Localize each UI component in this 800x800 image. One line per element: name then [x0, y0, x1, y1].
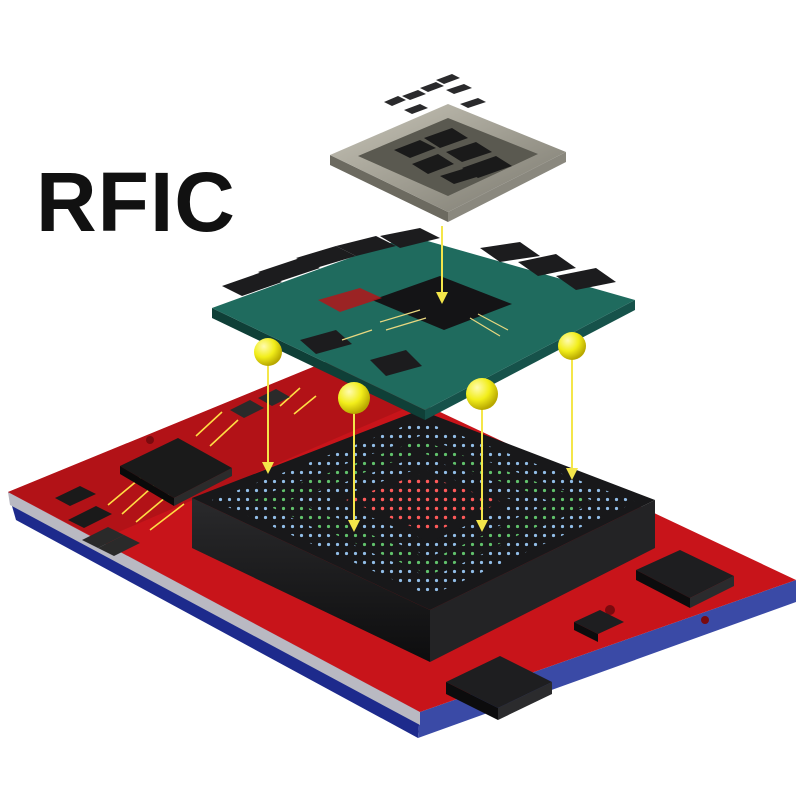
bga-ball-grid-center [346, 474, 502, 534]
bga-package-right [430, 500, 655, 662]
die-block [394, 140, 436, 158]
left-qfp-chip-side [120, 466, 174, 506]
substrate-block [336, 236, 396, 256]
die-block [446, 142, 492, 162]
substrate-components [222, 228, 616, 376]
right-ic-small-side [574, 622, 598, 642]
bga-package-front [192, 498, 430, 662]
substrate-block [222, 272, 282, 296]
substrate-block [300, 330, 352, 354]
pcb-shade [8, 360, 420, 540]
top-die-side-right [448, 152, 566, 222]
die-fragment [436, 74, 460, 84]
substrate-block [556, 268, 616, 290]
top-die-inner [358, 118, 538, 196]
substrate-red-trace-region [318, 288, 382, 312]
solder-balls [254, 332, 586, 414]
smd-component [230, 400, 264, 418]
solder-ball-sphere [466, 378, 498, 410]
left-qfp-chip-side [174, 468, 232, 506]
right-ic-large [636, 550, 734, 598]
smd-component [68, 506, 112, 528]
die-block [412, 154, 454, 174]
bga-package [192, 410, 655, 662]
right-ic-large-side [636, 570, 690, 608]
die-fragment [402, 90, 426, 100]
arrow-ball-3 [476, 408, 488, 532]
top-die-circuit-blocks [394, 128, 512, 184]
die-top-fragments [384, 74, 486, 114]
bottom-ic-side [498, 682, 552, 720]
right-ic-large-side [690, 576, 734, 608]
die-block [424, 128, 468, 148]
top-die-side-left [330, 155, 448, 222]
mounting-hole [146, 436, 154, 444]
die-fragment [384, 96, 406, 106]
smd-component [258, 389, 290, 406]
mounting-hole [605, 605, 615, 615]
arrow-ball-1 [262, 366, 274, 474]
right-ic-small [574, 610, 624, 634]
substrate-edge [212, 308, 425, 420]
die-fragment [446, 84, 472, 94]
die-block [440, 168, 480, 184]
arrow-die-to-substrate [436, 226, 448, 304]
solder-ball-sphere [254, 338, 282, 366]
substrate-block [258, 258, 320, 282]
smd-component [55, 486, 96, 506]
die-fragment [404, 104, 428, 114]
diagram-title: RFIC [36, 155, 236, 249]
substrate-block [380, 228, 440, 248]
substrate-block [370, 350, 422, 376]
die-fragment [420, 82, 444, 92]
arrow-ball-2 [348, 412, 360, 532]
bottom-ic-side [446, 682, 498, 720]
die-fragment [460, 98, 486, 108]
substrate-traces [341, 309, 509, 341]
left-qfp-chip [120, 438, 232, 498]
substrate-top [212, 236, 635, 410]
solder-ball-sphere [558, 332, 586, 360]
smd-component [98, 535, 140, 556]
mounting-hole [701, 616, 709, 624]
substrate-block [296, 246, 356, 268]
die-block [462, 156, 512, 178]
bottom-ic [446, 656, 552, 708]
arrow-ball-4 [566, 360, 578, 480]
substrate-block [480, 242, 540, 262]
substrate-block [518, 254, 576, 276]
assembly-arrows [262, 226, 578, 532]
solder-ball-sphere [338, 382, 370, 414]
top-die [330, 74, 566, 222]
smd-component [82, 527, 124, 548]
